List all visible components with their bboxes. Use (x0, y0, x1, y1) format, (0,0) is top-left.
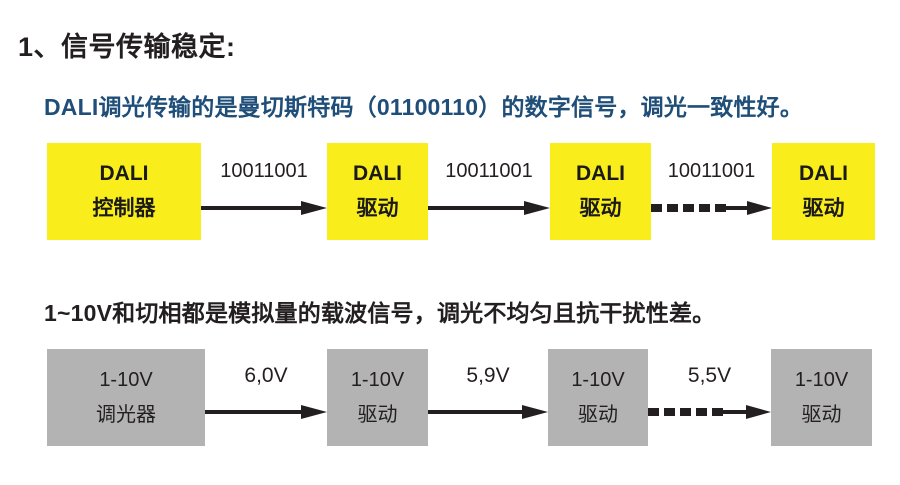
node-line-2: 控制器 (92, 196, 156, 220)
analog-connector-1-label: 6,0V (244, 364, 288, 387)
dali-node-driver-2: DALI 驱动 (550, 143, 651, 240)
node-line-2: 驱动 (356, 196, 399, 220)
arrow-right-icon (205, 405, 327, 419)
node-line-2: 驱动 (579, 196, 622, 220)
analog-node-driver-1: 1-10V 驱动 (327, 349, 428, 446)
node-line-2: 调光器 (96, 403, 156, 426)
dali-connector-3: 10011001 (651, 161, 772, 221)
analog-node-dimmer: 1-10V 调光器 (47, 349, 205, 446)
node-line-2: 驱动 (802, 196, 845, 220)
page-title: 1、信号传输稳定: (18, 32, 236, 62)
node-line-2: 驱动 (357, 403, 398, 426)
node-line-1: DALI (799, 162, 848, 186)
dashed-arrow-right-icon (651, 201, 772, 215)
analog-connector-1: 6,0V (205, 365, 327, 425)
node-line-2: 驱动 (801, 403, 842, 426)
dali-connector-1: 10011001 (201, 161, 327, 221)
dali-node-driver-1: DALI 驱动 (327, 143, 428, 240)
dali-connector-2-label: 10011001 (445, 160, 533, 182)
analog-connector-2: 5,9V (428, 365, 548, 425)
dali-flow-diagram: DALI 控制器 10011001 DALI 驱动 10011001 DALI … (0, 143, 900, 243)
dali-connector-3-label: 10011001 (667, 160, 756, 182)
analog-node-driver-2: 1-10V 驱动 (548, 349, 648, 446)
analog-connector-3: 5,5V (648, 365, 771, 425)
analog-connector-2-label: 5,9V (466, 364, 510, 387)
dali-caption: DALI调光传输的是曼切斯特码（01100110）的数字信号，调光一致性好。 (44, 94, 804, 120)
node-line-1: 1-10V (99, 368, 153, 391)
analog-connector-3-label: 5,5V (687, 364, 732, 387)
dali-node-controller: DALI 控制器 (47, 143, 201, 240)
node-line-1: DALI (99, 162, 149, 186)
node-line-1: DALI (353, 162, 402, 186)
node-line-2: 驱动 (578, 403, 618, 426)
arrow-right-icon (428, 405, 548, 419)
dali-connector-2: 10011001 (428, 161, 550, 221)
node-line-1: 1-10V (794, 368, 849, 391)
arrow-right-icon (428, 201, 550, 215)
dali-connector-1-label: 10011001 (220, 160, 308, 182)
arrow-right-icon (201, 201, 327, 215)
dali-node-driver-3: DALI 驱动 (772, 143, 875, 240)
node-line-1: 1-10V (350, 368, 405, 391)
dashed-arrow-right-icon (648, 405, 771, 419)
node-line-1: DALI (576, 162, 625, 186)
analog-node-driver-3: 1-10V 驱动 (771, 349, 872, 446)
node-line-1: 1-10V (571, 368, 625, 391)
analog-flow-diagram: 1-10V 调光器 6,0V 1-10V 驱动 5,9V 1-10V 驱动 5,… (0, 349, 900, 447)
analog-caption: 1~10V和切相都是模拟量的载波信号，调光不均匀且抗干扰性差。 (44, 300, 716, 326)
